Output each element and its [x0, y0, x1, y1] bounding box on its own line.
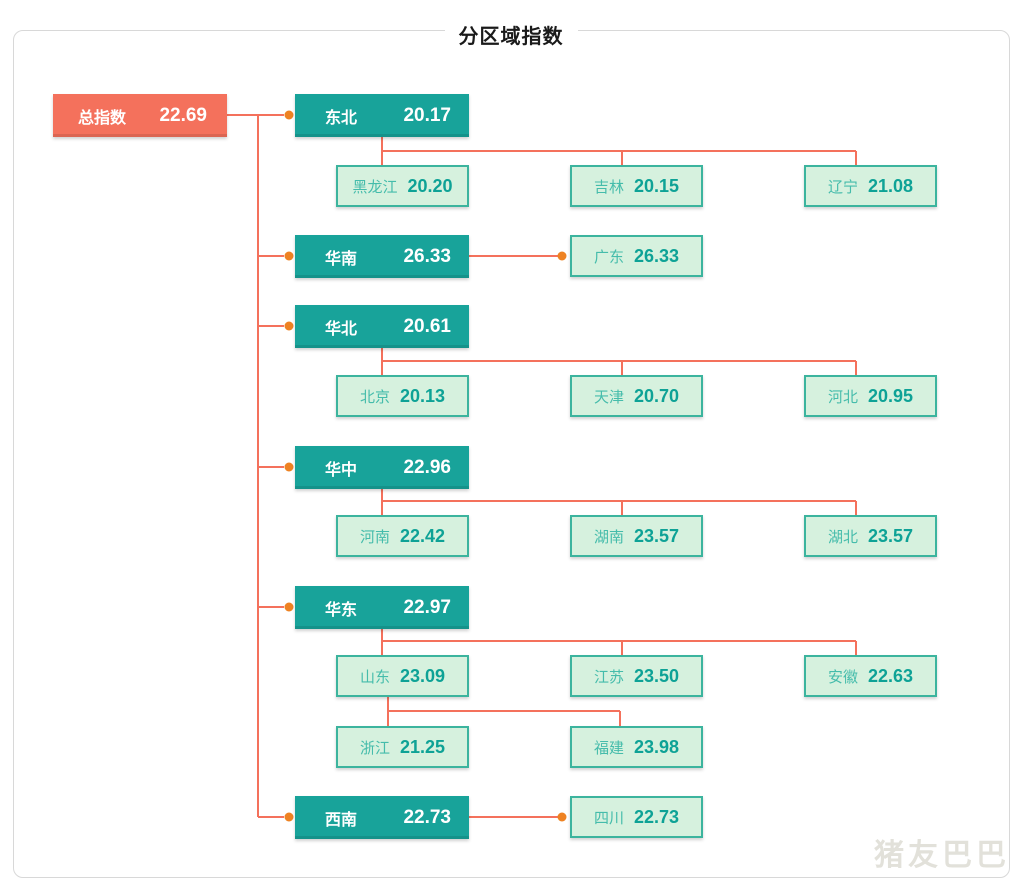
root-label: 总指数 — [78, 109, 127, 127]
region-node-northeast: 东北 20.17 — [295, 94, 469, 137]
province-node-hubei: 湖北 23.57 — [804, 515, 937, 557]
region-label: 华东 — [325, 601, 358, 619]
region-node-central-china: 华中 22.96 — [295, 446, 469, 489]
province-value: 20.15 — [633, 175, 680, 196]
connector-dot — [284, 251, 294, 261]
province-node-shandong: 山东 23.09 — [336, 655, 469, 697]
province-value: 21.25 — [399, 736, 446, 757]
province-value: 23.57 — [633, 525, 680, 546]
connector-dot — [284, 462, 294, 472]
connector-dot — [284, 321, 294, 331]
region-value: 26.33 — [403, 245, 451, 267]
province-label: 广东 — [593, 248, 624, 266]
province-node-heilongjiang: 黑龙江 20.20 — [336, 165, 469, 207]
province-label: 黑龙江 — [352, 178, 398, 196]
province-value: 20.20 — [407, 175, 453, 196]
region-value: 20.17 — [403, 104, 451, 126]
connector-dot — [557, 251, 567, 261]
province-node-hebei: 河北 20.95 — [804, 375, 937, 417]
province-value: 23.57 — [867, 525, 914, 546]
province-value: 22.42 — [399, 525, 446, 546]
province-label: 天津 — [593, 388, 624, 406]
province-value: 20.95 — [867, 385, 914, 406]
province-node-anhui: 安徽 22.63 — [804, 655, 937, 697]
region-label: 华南 — [325, 250, 358, 268]
region-label: 华北 — [325, 320, 358, 338]
province-node-fujian: 福建 23.98 — [570, 726, 703, 768]
connector-dot — [284, 812, 294, 822]
province-value: 26.33 — [633, 245, 680, 266]
province-node-guangdong: 广东 26.33 — [570, 235, 703, 277]
province-node-jiangsu: 江苏 23.50 — [570, 655, 703, 697]
province-node-jilin: 吉林 20.15 — [570, 165, 703, 207]
region-label: 西南 — [325, 811, 358, 829]
province-label: 北京 — [359, 388, 390, 406]
region-label: 东北 — [325, 109, 358, 127]
province-node-henan: 河南 22.42 — [336, 515, 469, 557]
root-value: 22.69 — [159, 104, 207, 126]
province-node-beijing: 北京 20.13 — [336, 375, 469, 417]
region-value: 20.61 — [403, 315, 451, 337]
province-label: 湖南 — [593, 528, 624, 546]
province-label: 吉林 — [593, 178, 624, 196]
province-label: 湖北 — [827, 528, 858, 546]
connector-dot — [284, 602, 294, 612]
province-value: 23.09 — [399, 665, 446, 686]
region-value: 22.96 — [403, 456, 451, 478]
province-value: 20.13 — [399, 385, 446, 406]
province-label: 四川 — [593, 809, 624, 827]
province-node-zhejiang: 浙江 21.25 — [336, 726, 469, 768]
province-node-sichuan: 四川 22.73 — [570, 796, 703, 838]
province-label: 辽宁 — [827, 178, 858, 196]
region-node-east-china: 华东 22.97 — [295, 586, 469, 629]
region-label: 华中 — [325, 461, 358, 479]
province-value: 23.98 — [633, 736, 680, 757]
province-value: 23.50 — [633, 665, 680, 686]
province-node-liaoning: 辽宁 21.08 — [804, 165, 937, 207]
province-value: 22.63 — [867, 665, 914, 686]
province-label: 江苏 — [593, 668, 624, 686]
province-value: 20.70 — [633, 385, 680, 406]
connector-dot — [284, 110, 294, 120]
region-node-south-china: 华南 26.33 — [295, 235, 469, 278]
province-label: 山东 — [359, 668, 390, 686]
connector-dot — [557, 812, 567, 822]
region-value: 22.73 — [403, 806, 451, 828]
province-label: 浙江 — [359, 739, 390, 757]
region-node-north-china: 华北 20.61 — [295, 305, 469, 348]
province-label: 河南 — [359, 528, 390, 546]
province-label: 安徽 — [827, 668, 858, 686]
region-node-southwest: 西南 22.73 — [295, 796, 469, 839]
region-value: 22.97 — [403, 596, 451, 618]
root-node: 总指数 22.69 — [53, 94, 227, 137]
province-label: 福建 — [593, 739, 624, 757]
province-label: 河北 — [827, 388, 858, 406]
province-node-tianjin: 天津 20.70 — [570, 375, 703, 417]
province-value: 22.73 — [633, 806, 680, 827]
province-node-hunan: 湖南 23.57 — [570, 515, 703, 557]
province-value: 21.08 — [867, 175, 914, 196]
